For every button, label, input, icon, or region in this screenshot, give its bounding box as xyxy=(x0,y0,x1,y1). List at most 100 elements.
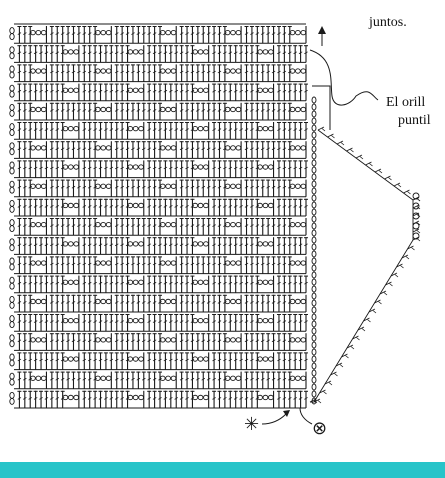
edge-chain xyxy=(311,201,317,209)
chain-stitch xyxy=(62,394,69,401)
dc-bar xyxy=(77,301,81,304)
dc-bar xyxy=(185,32,189,35)
dc-bar xyxy=(266,377,270,381)
chain-stitch xyxy=(105,221,112,228)
edge-line xyxy=(310,129,414,403)
dc-bar xyxy=(82,243,87,247)
dc-bar xyxy=(141,339,146,343)
dc-bar xyxy=(39,243,43,247)
dc-bar xyxy=(250,377,254,381)
dc-bar xyxy=(55,166,60,170)
turning-chain xyxy=(9,378,15,386)
dc-bar xyxy=(23,185,27,189)
chain-stitch xyxy=(138,87,144,93)
dc-bar xyxy=(152,205,157,208)
picot-tick xyxy=(412,236,420,241)
chain-stitch xyxy=(73,164,80,170)
dc-bar xyxy=(282,185,287,189)
dc-bar xyxy=(185,128,189,131)
dc-bar xyxy=(120,51,124,55)
dc-bar xyxy=(163,397,168,400)
dc-bar xyxy=(212,281,216,285)
dc-bar xyxy=(223,166,227,170)
dc-bar xyxy=(244,320,249,323)
dc-bar xyxy=(23,358,27,362)
dc-bar xyxy=(293,397,297,400)
dc-bar xyxy=(293,128,297,131)
dc-bar xyxy=(23,281,27,285)
dc-bar xyxy=(77,32,81,35)
dc-bar xyxy=(131,32,135,35)
chain-stitch xyxy=(170,337,177,343)
dc-bar xyxy=(104,320,108,323)
dc-bar xyxy=(282,224,287,227)
chain-stitch xyxy=(67,394,74,401)
dc-bar xyxy=(33,51,38,55)
dc-bar xyxy=(120,109,124,112)
dc-bar xyxy=(131,301,135,304)
picot-tick xyxy=(361,328,366,332)
dc-bar xyxy=(212,358,216,362)
picot-tick xyxy=(405,256,410,260)
dc-bar xyxy=(169,320,173,323)
chain-stitch xyxy=(62,202,69,209)
dc-bar xyxy=(50,281,54,285)
chain-stitch xyxy=(35,337,42,343)
picot-tick xyxy=(389,283,393,287)
dc-bar xyxy=(250,262,254,266)
dc-bar xyxy=(136,301,141,304)
chain-stitch xyxy=(289,221,296,228)
dc-bar xyxy=(201,70,206,74)
dc-bar xyxy=(93,51,97,55)
dc-bar xyxy=(71,224,76,227)
dc-bar xyxy=(239,243,243,247)
dc-bar xyxy=(169,205,173,208)
dc-bar xyxy=(82,185,87,189)
dc-bar xyxy=(228,89,233,93)
dc-bar xyxy=(152,224,157,227)
dc-bar xyxy=(212,166,216,170)
dc-bar xyxy=(201,339,206,343)
dc-bar xyxy=(298,281,303,285)
chain-stitch xyxy=(262,356,269,362)
dc-bar xyxy=(206,262,211,266)
dc-bar xyxy=(239,358,243,362)
dc-bar xyxy=(147,128,151,131)
dc-bar xyxy=(109,320,114,323)
dc-bar xyxy=(33,166,38,170)
edge-chain xyxy=(311,96,317,104)
chain-stitch xyxy=(235,375,242,381)
dc-bar xyxy=(244,205,249,208)
chain-stitch xyxy=(35,183,42,189)
chain-stitch xyxy=(94,183,101,189)
dc-bar xyxy=(141,301,146,304)
edge-chain xyxy=(311,243,317,251)
dc-bar xyxy=(185,70,189,74)
chain-stitch xyxy=(170,183,177,189)
dc-bar xyxy=(174,320,179,323)
dc-bar xyxy=(196,262,200,266)
dc-bar xyxy=(152,128,157,131)
chain-stitch xyxy=(40,260,47,266)
chain-stitch xyxy=(235,337,242,343)
dc-bar xyxy=(185,320,189,323)
turning-chain xyxy=(9,27,15,35)
dc-bar xyxy=(120,397,124,400)
edge-guide-line xyxy=(312,85,331,130)
dc-bar xyxy=(298,166,303,170)
chain-stitch xyxy=(35,260,42,266)
chain-stitch xyxy=(138,125,144,132)
dc-bar xyxy=(266,70,270,74)
dc-bar xyxy=(17,32,22,35)
picot-tick xyxy=(388,177,392,181)
dc-bar xyxy=(71,339,76,343)
chain-stitch xyxy=(35,29,42,36)
chain-stitch xyxy=(35,375,42,381)
dc-bar xyxy=(250,70,254,74)
chain-stitch xyxy=(94,68,101,74)
dc-bar xyxy=(201,185,206,189)
chain-stitch xyxy=(224,221,231,228)
chain-stitch xyxy=(197,279,204,285)
dc-bar xyxy=(260,32,265,35)
turning-chain xyxy=(9,295,15,303)
